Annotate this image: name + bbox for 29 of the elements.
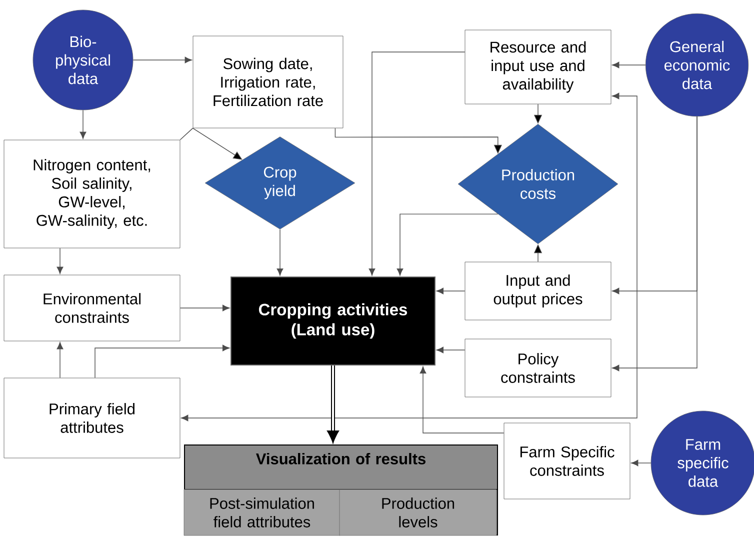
arrow: [420, 366, 504, 434]
arrow: [56, 342, 64, 378]
arrow: [436, 288, 466, 294]
arrow: [612, 116, 698, 372]
arrow: [181, 92, 638, 422]
process-box: Farm Specific constraints: [504, 422, 630, 500]
arrow: [612, 62, 646, 68]
central-box: Cropping activities (Land use): [230, 276, 436, 366]
process-box: Input and output prices: [464, 262, 612, 320]
arrow: [368, 52, 466, 276]
arrow: [80, 110, 86, 139]
process-box: Policy constraints: [464, 338, 612, 398]
process-box: Sowing date, Irrigation rate, Fertilization rate: [192, 36, 344, 128]
process-box: Nitrogen content, Soil salinity, GW-level, GW-salinity, etc.: [4, 140, 180, 248]
arrow: [396, 214, 498, 276]
arrow: [56, 248, 64, 274]
table-cell: Post-simulation field attributes: [184, 489, 340, 536]
process-box: Environmental constraints: [4, 274, 180, 342]
process-box: Primary field attributes: [4, 378, 180, 458]
arrow: [132, 56, 192, 64]
arrow: [276, 229, 284, 276]
arrow: [436, 346, 466, 354]
arrow: [94, 344, 230, 378]
arrow: [192, 128, 242, 160]
process-box: Resource and input use and availability: [464, 30, 612, 104]
arrow: [326, 366, 340, 444]
arrow: [180, 304, 230, 312]
table-cell: Production levels: [339, 489, 497, 536]
arrow: [631, 460, 652, 466]
